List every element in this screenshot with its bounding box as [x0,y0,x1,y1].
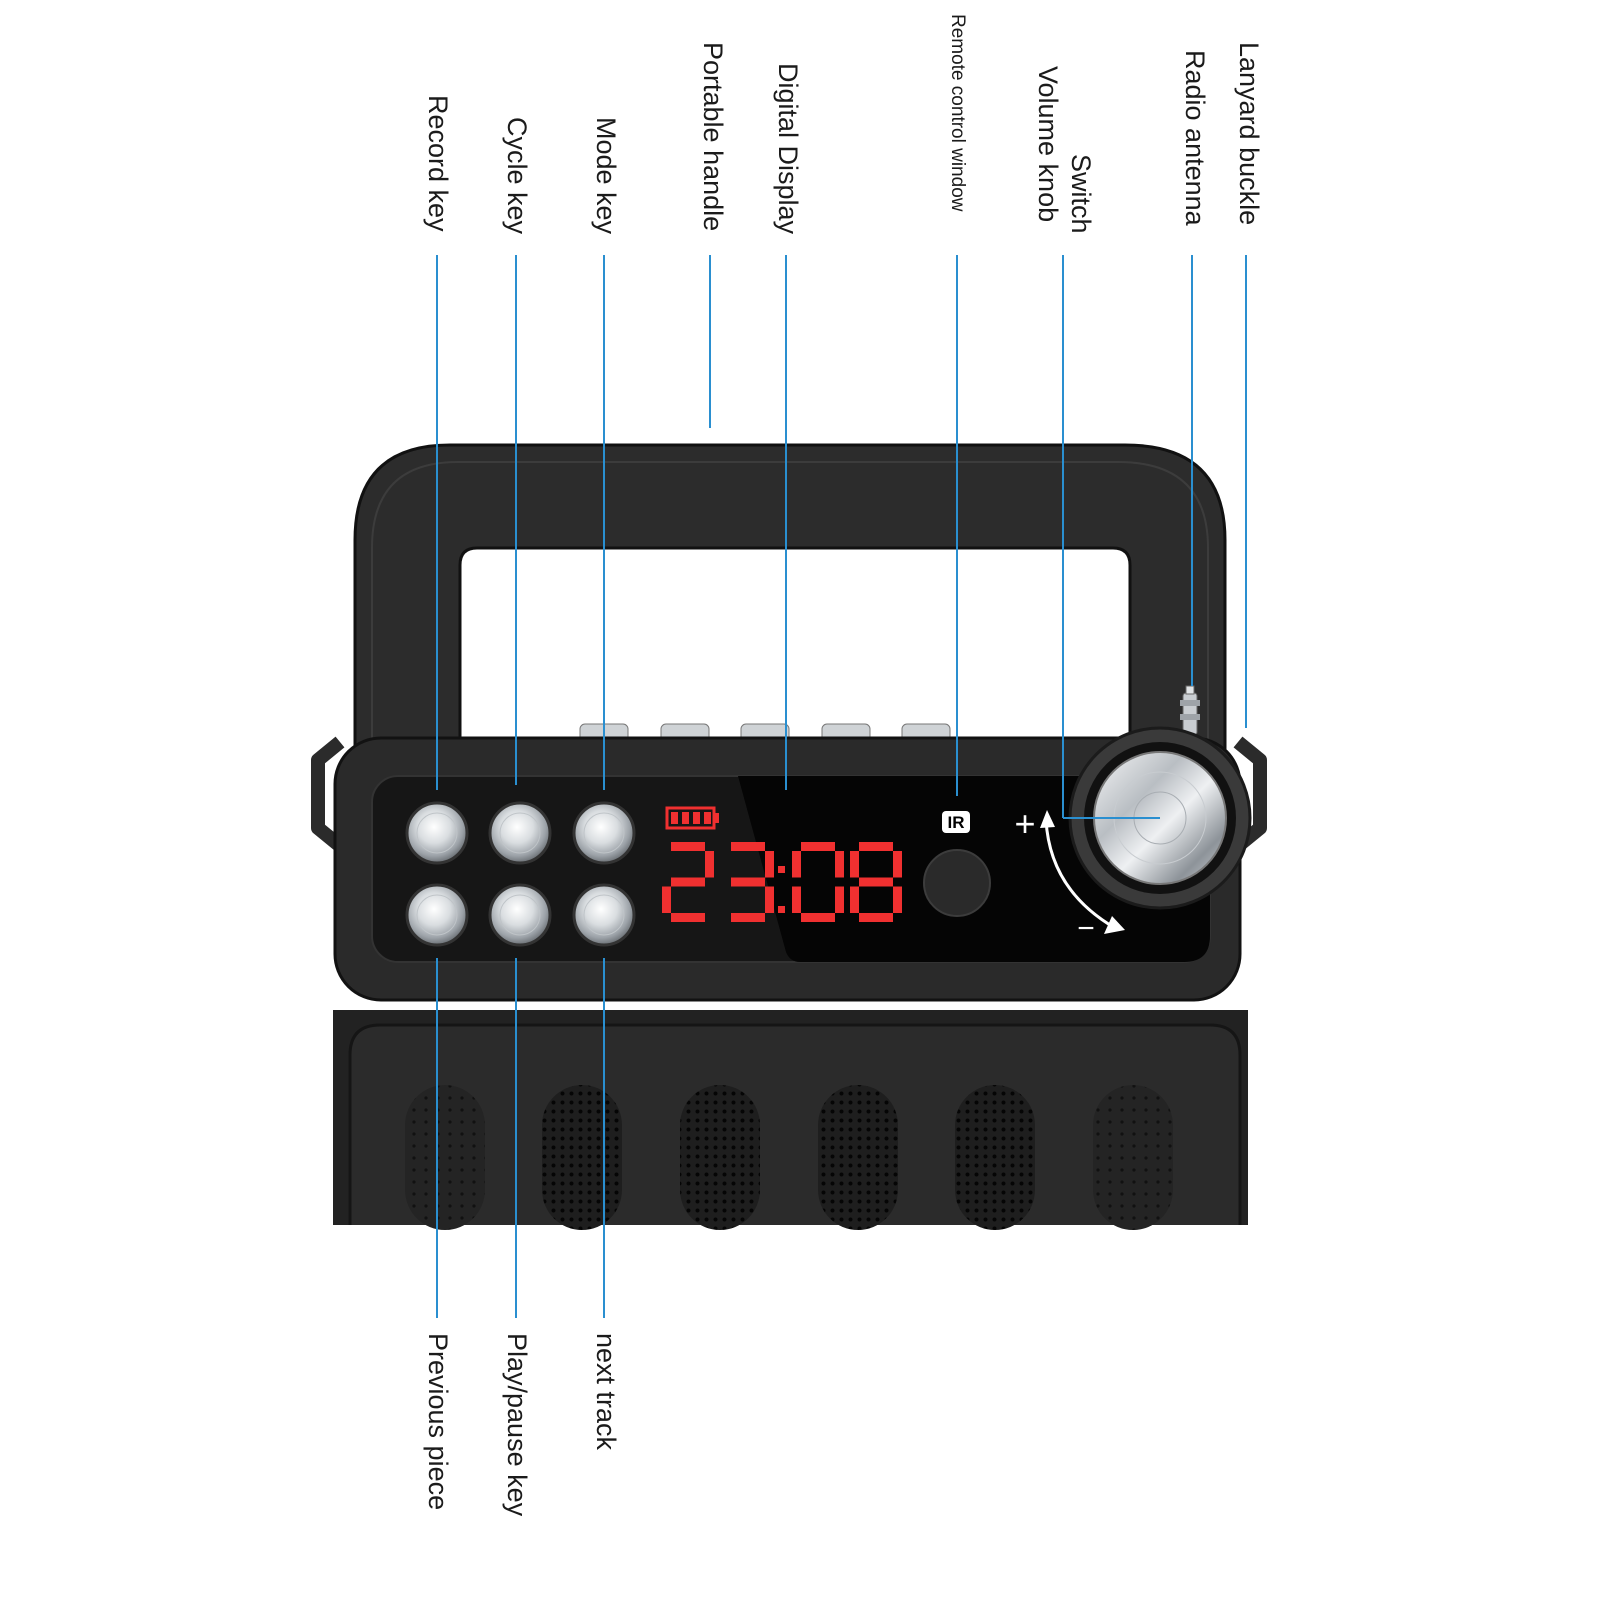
battery-icon [665,806,719,830]
clock-digit [662,842,714,922]
clock-digit [731,842,774,922]
portable-handle [353,443,1227,762]
label-switch: Switch [1066,154,1096,234]
control-keys [405,801,636,947]
label-record-key: Record key [423,95,453,232]
previous-button[interactable] [405,883,469,947]
play-pause-button[interactable] [488,883,552,947]
label-next-track: next track [591,1333,621,1451]
ir-badge: IR [948,813,965,832]
leader-lines [436,255,1247,1318]
clock-colon [778,906,785,913]
clock-colon [778,866,785,873]
mode-button[interactable] [572,801,636,865]
volume-arc [1044,819,1116,930]
speaker-body [333,1010,1248,1230]
cycle-button[interactable] [488,801,552,865]
label-remote-control-window: Remote control window [947,14,968,212]
speaker-grille [405,1085,1173,1230]
battery-bar [671,812,678,824]
clock-readout [662,842,902,922]
battery-bar [704,812,711,824]
volume-indicators: + − [1014,803,1125,945]
battery-bar [682,812,689,824]
label-previous-piece: Previous piece [423,1333,453,1511]
battery-bar [693,812,700,824]
label-volume-knob: Volume knob [1033,66,1063,223]
label-mode-key: Mode key [591,117,621,235]
plus-sign: + [1014,803,1035,844]
clock-digit [792,842,844,922]
label-play-pause-key: Play/pause key [502,1333,532,1517]
ir-sensor [923,849,991,917]
label-portable-handle: Portable handle [698,42,728,232]
radio-antenna [1180,685,1200,736]
record-button[interactable] [405,801,469,865]
label-lanyard-buckle: Lanyard buckle [1234,42,1264,226]
minus-sign: − [1077,912,1095,945]
label-radio-antenna: Radio antenna [1180,50,1210,226]
next-button[interactable] [572,883,636,947]
remote-control-window: IR [923,811,991,917]
label-cycle-key: Cycle key [502,117,532,235]
clock-digit [850,842,902,922]
digital-display [662,806,902,922]
label-digital-display: Digital Display [773,63,803,235]
